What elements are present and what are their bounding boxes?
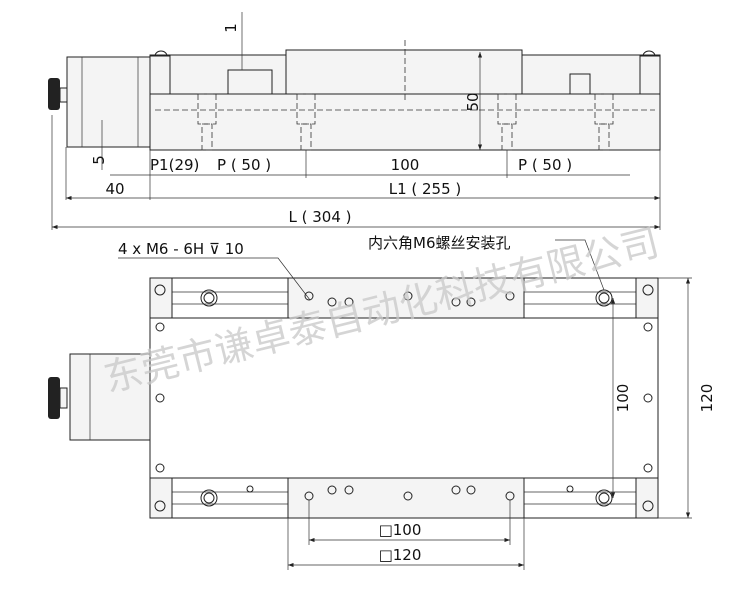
dim-l: L ( 304 ) — [289, 208, 352, 226]
height-dim-50: 50 — [464, 92, 482, 111]
dim-p-right: P ( 50 ) — [518, 156, 572, 174]
dim-outer-120: 120 — [698, 384, 716, 413]
mount-hole-note: 内六角M6螺丝安装孔 — [368, 234, 511, 252]
dim-l1: L1 ( 255 ) — [389, 180, 462, 198]
motor-top — [69, 353, 151, 441]
dim-p1: P1(29) — [150, 156, 199, 174]
knob — [48, 78, 60, 110]
dim-center-100: 100 — [391, 156, 420, 174]
leader-label-1: 1 — [222, 23, 240, 33]
dim-inner-100: 100 — [614, 384, 632, 413]
thread-note: 4 x M6 - 6H ⊽ 10 — [118, 240, 244, 258]
dim-square-120: □120 — [379, 546, 422, 564]
top-view: 4 x M6 - 6H ⊽ 10 内六角M6螺丝安装孔 100 120 □100… — [48, 234, 716, 570]
motor — [66, 56, 151, 148]
dim-motor-40: 40 — [105, 180, 124, 198]
carriage-top — [287, 277, 525, 319]
side-view: 1 50 5 P1(29) P ( 50 ) 100 P ( 50 ) 40 L… — [48, 12, 661, 230]
dim-p-left: P ( 50 ) — [217, 156, 271, 174]
dim-square-100: □100 — [379, 521, 422, 539]
base — [149, 93, 661, 151]
knob-top — [48, 377, 60, 419]
carriage-bottom — [287, 477, 525, 519]
carriage — [285, 49, 523, 95]
offset-dim-5: 5 — [90, 155, 108, 165]
